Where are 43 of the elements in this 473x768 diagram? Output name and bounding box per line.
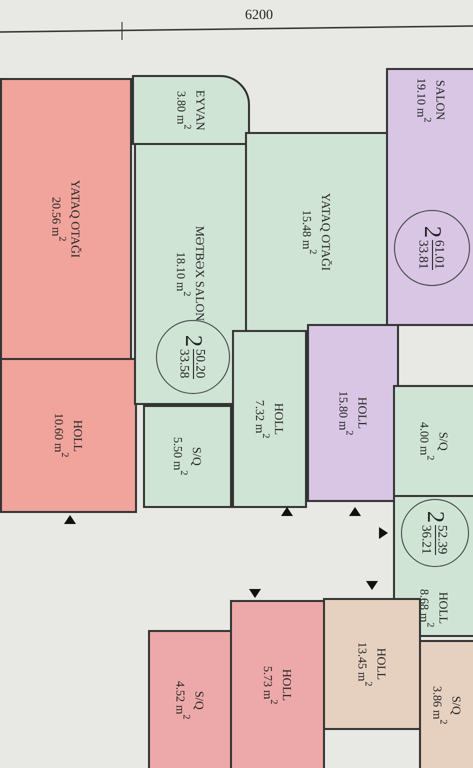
- total-area: 61.01: [432, 240, 448, 270]
- room: [245, 132, 388, 332]
- room-name: S/Q: [190, 447, 204, 466]
- room: [393, 495, 473, 637]
- living-area: 36.21: [420, 525, 434, 555]
- dimension-label: 6200: [245, 8, 273, 24]
- room: [134, 143, 247, 405]
- room-count: 2: [181, 335, 205, 348]
- room-name: HOLL: [71, 420, 85, 452]
- room-count: 2: [423, 511, 447, 524]
- room: [307, 324, 399, 502]
- room-name: HOLL: [436, 592, 450, 624]
- room-name: YATAQ OTAĞI: [68, 180, 82, 258]
- room: [419, 640, 473, 768]
- area-circle: [394, 210, 470, 286]
- room: [0, 358, 137, 513]
- room-name: HOLL: [272, 403, 286, 435]
- living-area: 33.81: [416, 240, 432, 270]
- room: [230, 600, 325, 768]
- total-area: 50.20: [192, 349, 208, 379]
- living-area: 33.58: [178, 349, 192, 379]
- room: [232, 330, 307, 508]
- room-count: 2: [420, 226, 444, 238]
- room: [323, 598, 421, 730]
- room: [143, 405, 232, 508]
- room-name: S/Q: [450, 696, 464, 714]
- room: [132, 75, 250, 145]
- room-name: EYVAN: [194, 90, 208, 130]
- area-circle: [401, 499, 469, 567]
- total-area: 52.39: [434, 525, 450, 555]
- room-name: S/Q: [436, 432, 450, 450]
- room-name: S/Q: [192, 690, 206, 710]
- room-name: YATAQ OTAĞI: [319, 193, 333, 271]
- room-name: HOLL: [356, 397, 370, 429]
- room-name: HOLL: [280, 669, 294, 701]
- room: [0, 78, 132, 360]
- room: [393, 385, 473, 497]
- room-name: SALON: [434, 80, 448, 120]
- room-name: MƏTBƏX SALON: [193, 226, 207, 322]
- room: [386, 68, 473, 326]
- room: [148, 630, 232, 768]
- area-circle: [156, 320, 230, 394]
- room-name: HOLL: [374, 648, 388, 680]
